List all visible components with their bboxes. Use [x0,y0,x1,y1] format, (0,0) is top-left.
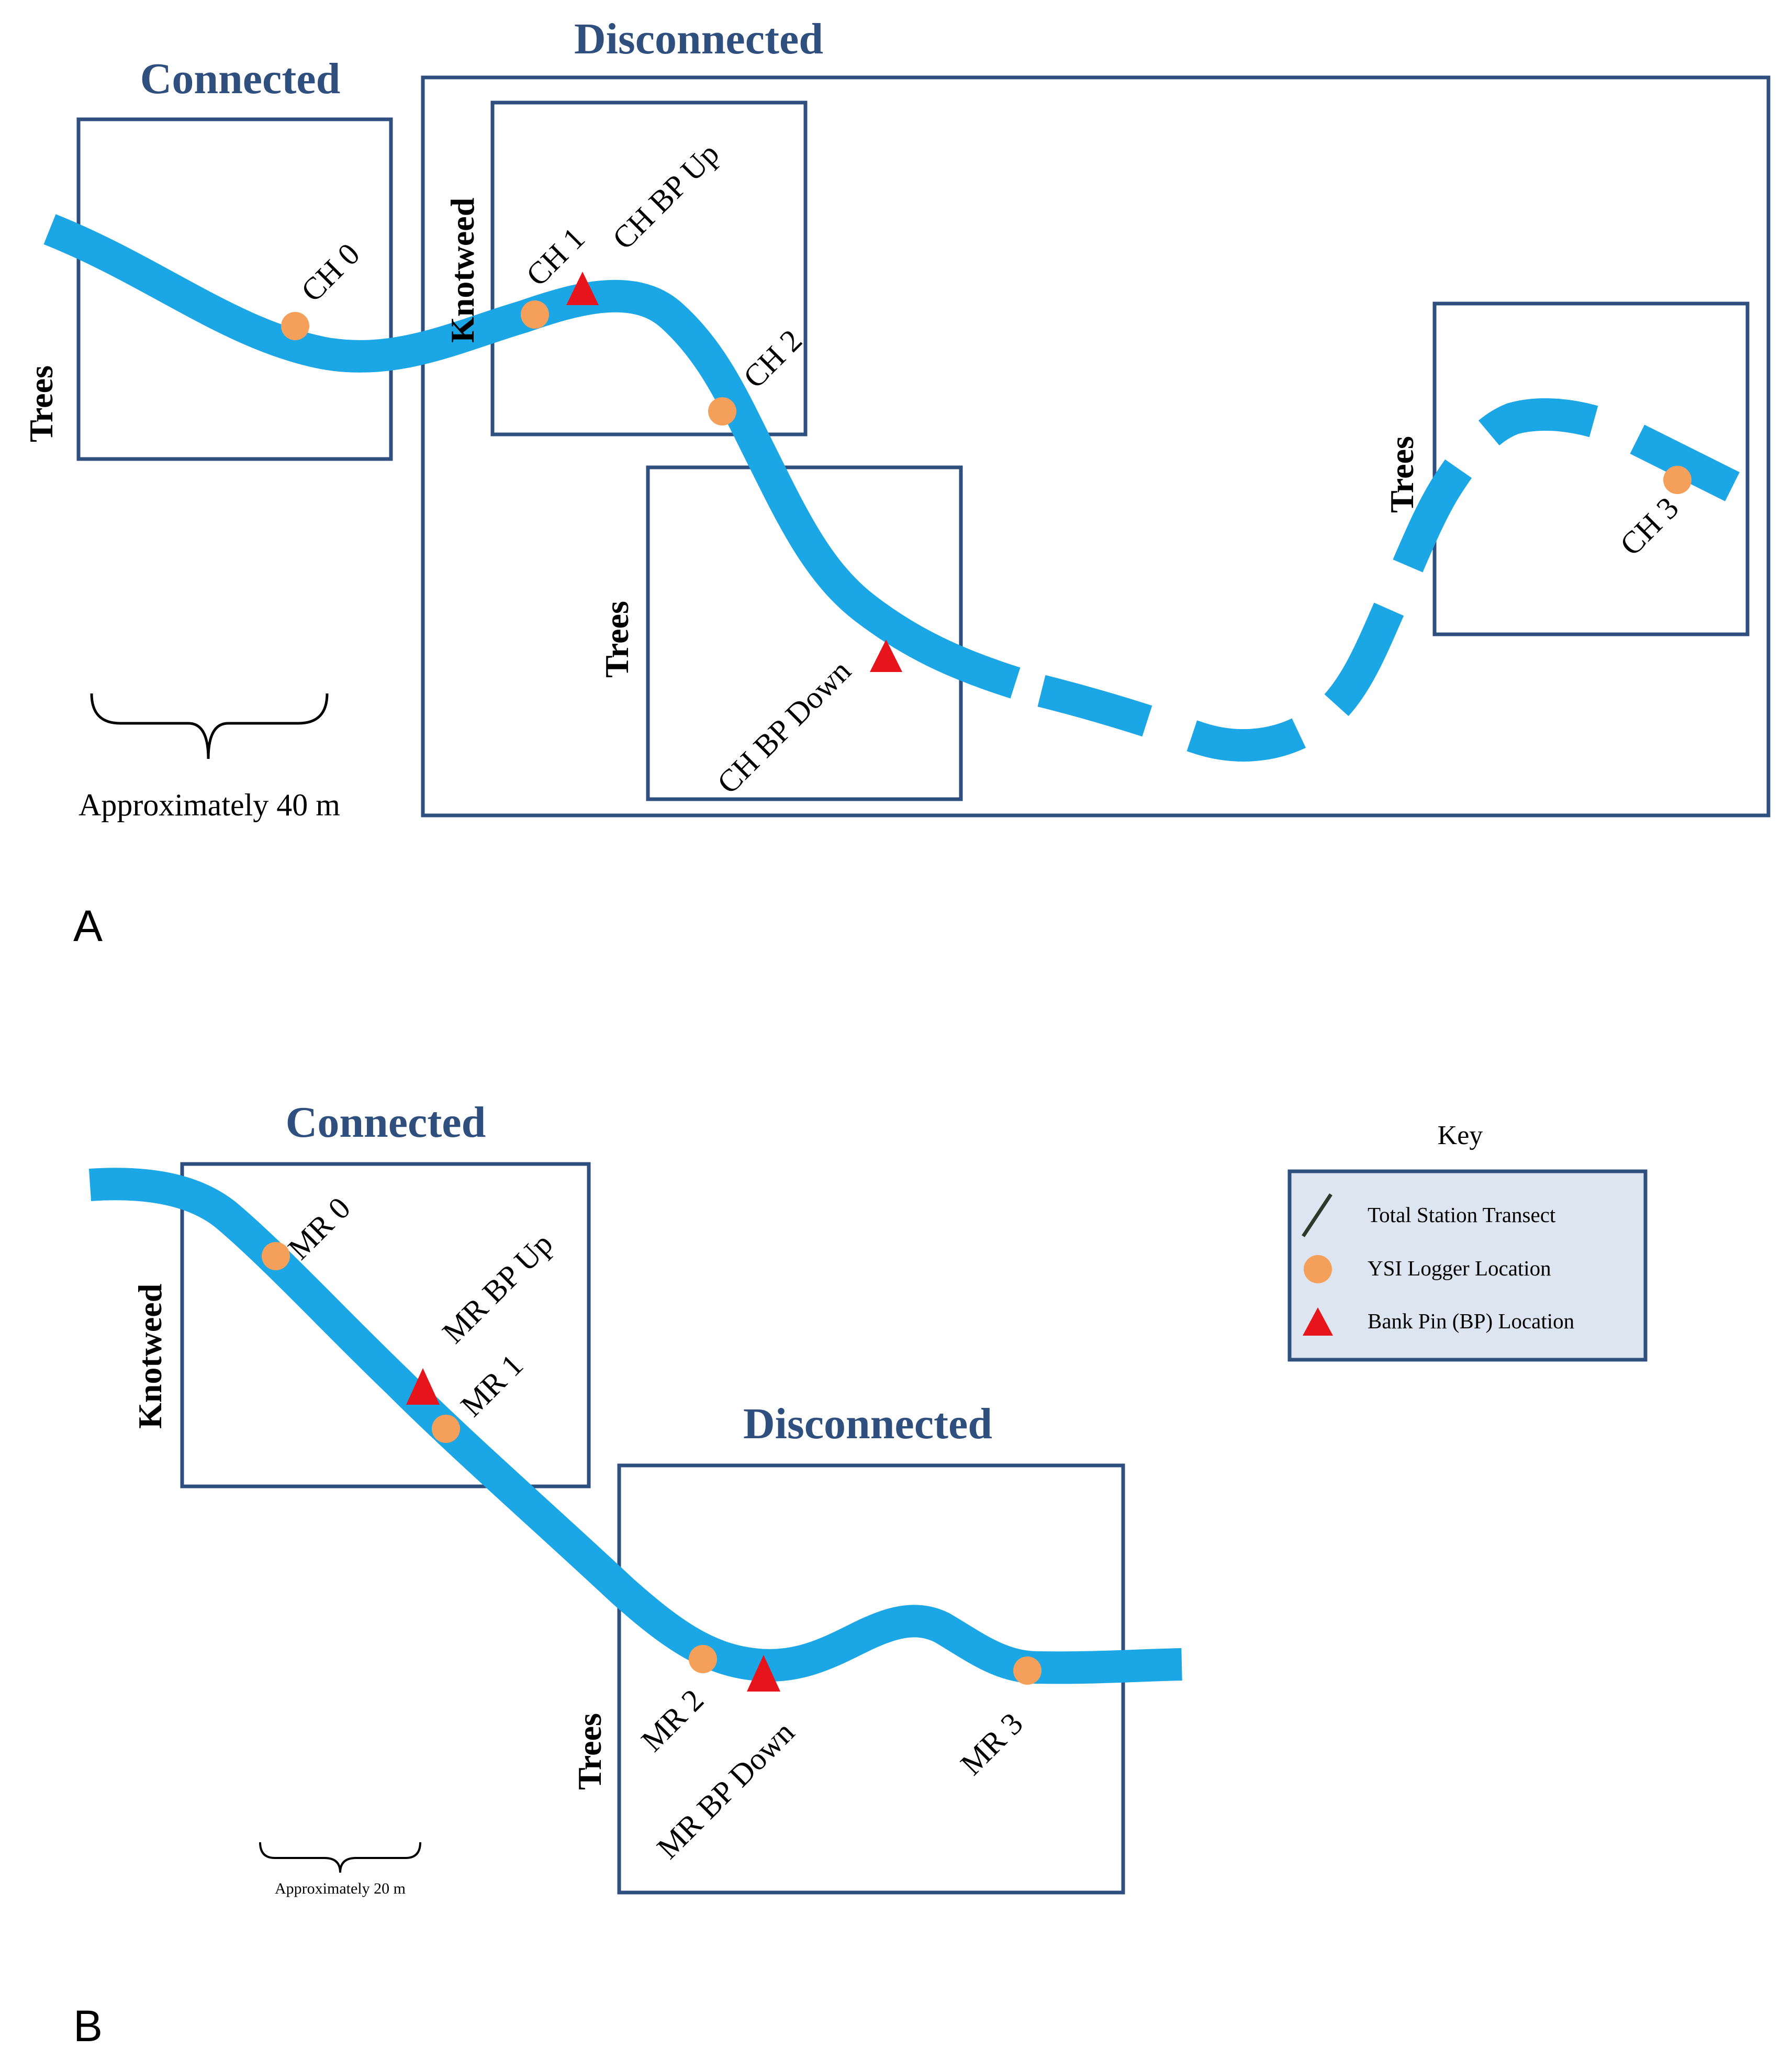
disconnected-title-b: Disconnected [743,1400,992,1448]
logger-mr3 [1013,1656,1041,1685]
label-mr2: MR 2 [635,1683,711,1759]
label-ch3: CH 3 [1614,490,1685,562]
connected-title-b: Connected [286,1098,486,1147]
label-mr-bp-up: MR BP Up [436,1226,559,1350]
trees-plot-box-a-right [1432,301,1750,636]
veg-knotweed-b: Knotweed [131,1284,169,1429]
veg-trees-b: Trees [571,1713,608,1790]
veg-trees-a-middle: Trees [598,601,635,678]
panel-a: Connected Disconnected CH 0 CH 1 CH BP U… [23,15,1771,950]
river-b [88,1168,1182,1684]
logger-ch1 [521,300,549,329]
logger-ch2 [708,397,736,426]
bank-pin-mr-up [406,1368,440,1405]
scale-label-b: Approximately 20 m [275,1880,406,1897]
label-ch2: CH 2 [737,323,809,395]
bank-pin-ch-down [870,640,902,672]
veg-trees-a-left: Trees [23,365,60,442]
label-mr3: MR 3 [954,1706,1030,1782]
river-a-continuous [43,214,1021,699]
logger-mr2 [689,1645,717,1673]
key-label-logger: YSI Logger Location [1368,1256,1551,1280]
label-ch-bp-up: CH BP Up [606,136,726,256]
panel-label-a: A [73,901,103,950]
bank-pin-mr-down [747,1655,780,1692]
key-label-bank-pin: Bank Pin (BP) Location [1368,1309,1574,1333]
disconnected-box-a [421,75,1771,818]
key-title: Key [1438,1121,1483,1150]
logger-ch0 [281,312,309,340]
panel-label-b: B [73,2001,103,2051]
scale-bracket-a [90,693,329,759]
connected-box-b [180,1162,591,1488]
bank-pin-triangle-icon [1303,1307,1333,1336]
logger-mr0 [262,1242,290,1270]
veg-knotweed-a: Knotweed [444,198,481,343]
label-ch-bp-down: CH BP Down [711,653,858,800]
knotweed-plot-box-a [490,100,808,436]
label-ch0: CH 0 [295,237,366,308]
veg-trees-a-right: Trees [1383,436,1420,513]
trees-plot-box-a [646,465,963,801]
disconnected-title-a: Disconnected [574,15,823,63]
key-label-transect: Total Station Transect [1368,1203,1556,1227]
key-box [1287,1169,1648,1362]
connected-box-a [76,117,393,461]
panel-b: Connected Disconnected MR 0 MR BP Up MR … [73,1098,1648,2051]
transect-line-icon [1302,1193,1332,1237]
label-mr1: MR 1 [454,1348,530,1424]
logger-dot-icon [1304,1255,1332,1283]
logger-ch3 [1663,466,1692,494]
river-a-dashed [1037,398,1740,762]
logger-mr1 [432,1415,460,1443]
scale-label-a: Approximately 40 m [79,788,340,822]
scale-bracket-b [259,1842,421,1873]
connected-title-a: Connected [140,54,341,103]
bank-pin-ch-up [566,272,599,305]
